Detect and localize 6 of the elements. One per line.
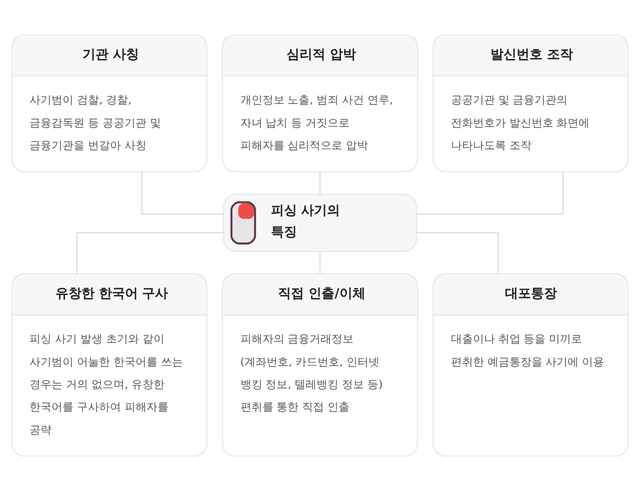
connector (319, 251, 321, 274)
connector (416, 171, 564, 214)
connector (319, 171, 321, 194)
connector (76, 232, 224, 274)
connector (416, 232, 499, 274)
connector (141, 171, 224, 214)
